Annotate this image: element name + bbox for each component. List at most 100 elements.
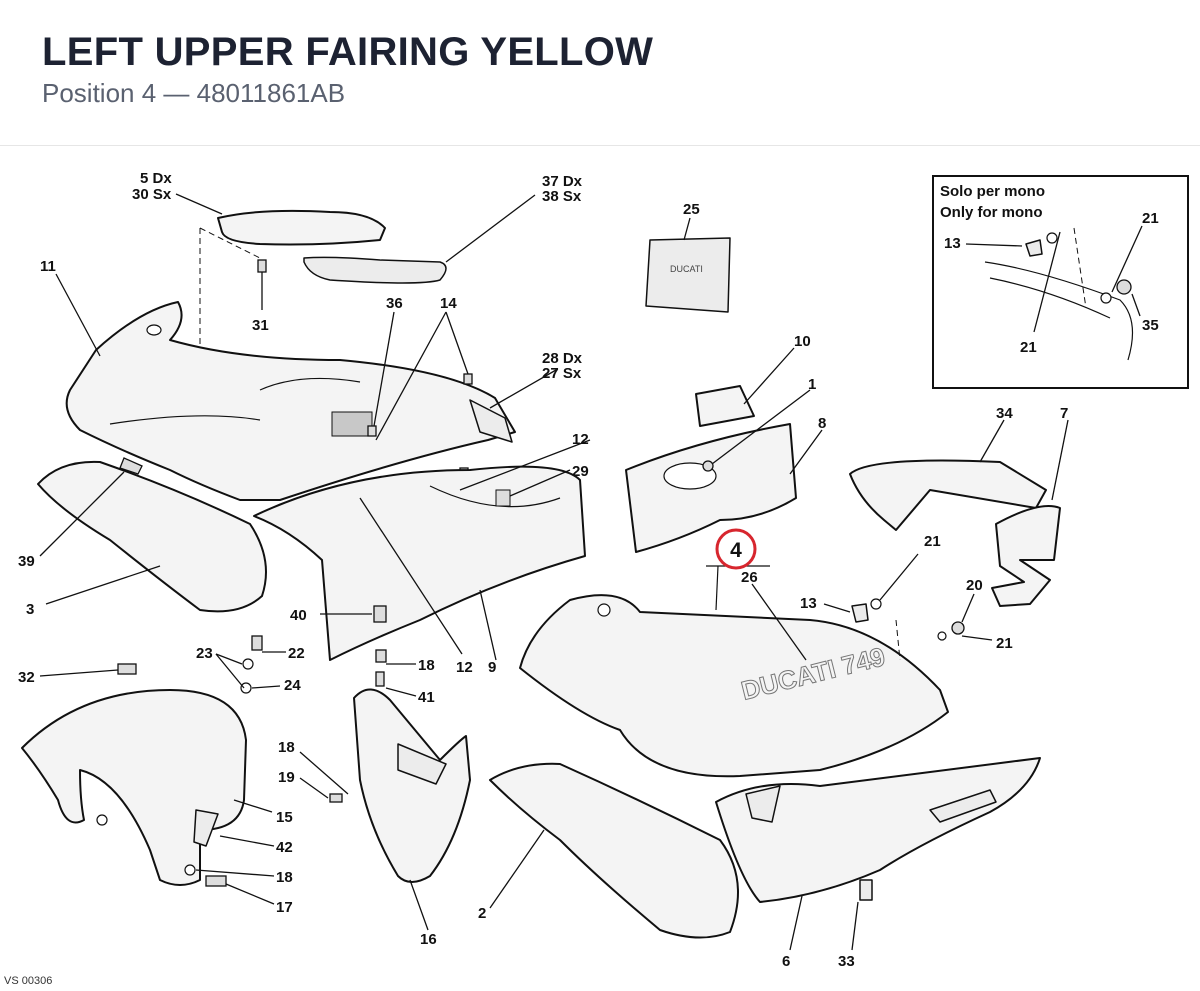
label-21-right-bottom: 21 — [996, 635, 1013, 652]
part-side-panel-2: 2 — [478, 762, 739, 939]
label-21-right-top: 21 — [924, 533, 941, 550]
fairing-11-vent — [331, 411, 373, 437]
label-5dx: 5 Dx — [140, 170, 172, 187]
screw-17 — [205, 875, 227, 887]
label-30sx: 30 Sx — [132, 186, 172, 203]
part-lower-fairing-6: 6 33 — [715, 757, 1041, 970]
duct-16-window — [397, 743, 447, 785]
vent-6-right — [929, 789, 997, 823]
label-18-mid: 18 — [278, 739, 295, 756]
inset-fairing-edge — [984, 261, 1134, 361]
inset-washer-b — [1100, 292, 1112, 304]
label-26: 26 — [741, 569, 758, 586]
inset-washer-a — [1046, 232, 1058, 244]
label-13: 13 — [800, 595, 817, 612]
label-27sx: 27 Sx — [542, 365, 582, 382]
part-10 — [695, 385, 755, 427]
inset-label-21-top: 21 — [1142, 210, 1159, 227]
mono-inset: Solo per mono Only for mono 13 21 21 35 — [932, 175, 1189, 389]
screw-36 — [367, 425, 377, 437]
inset-screw — [1116, 279, 1132, 295]
page-header: LEFT UPPER FAIRING YELLOW Position 4 — 4… — [0, 0, 1200, 146]
label-12-top: 12 — [572, 431, 589, 448]
screw-1 — [702, 460, 714, 472]
inset-fairing-edge-2 — [989, 277, 1111, 319]
part-windshield-top: 5 Dx 30 Sx 37 Dx 38 Sx 31 — [132, 170, 583, 380]
inset-note-en: Only for mono — [940, 204, 1043, 221]
label-6: 6 — [782, 953, 790, 970]
part-side-duct-3: 39 3 — [18, 457, 267, 618]
label-14: 14 — [440, 295, 457, 312]
label-34: 34 — [996, 405, 1013, 422]
label-28dx: 28 Dx — [542, 350, 583, 367]
nut-40 — [373, 605, 387, 623]
screw-41 — [375, 671, 385, 687]
label-12-bottom: 12 — [456, 659, 473, 676]
page-subtitle: Position 4 — 48011861AB — [42, 78, 346, 108]
plug-33 — [859, 879, 873, 901]
label-42: 42 — [276, 839, 293, 856]
position-4-marker[interactable]: 4 — [715, 528, 757, 570]
screw-31 — [257, 259, 267, 273]
label-36: 36 — [386, 295, 403, 312]
reflector-42 — [193, 809, 219, 847]
screw-22 — [251, 635, 263, 651]
label-16: 16 — [420, 931, 437, 948]
part-front-mudguard-15: 32 22 23 24 15 42 18 17 — [18, 635, 305, 916]
screw-20 — [951, 621, 965, 635]
label-8: 8 — [818, 415, 826, 432]
part-8 — [625, 423, 797, 553]
clip-13 — [851, 603, 869, 623]
label-40: 40 — [290, 607, 307, 624]
label-22: 22 — [288, 645, 305, 662]
screw-14a — [463, 373, 473, 385]
label-7: 7 — [1060, 405, 1068, 422]
screw-19 — [329, 793, 343, 803]
label-29: 29 — [572, 463, 589, 480]
drawing-code: VS 00306 — [4, 975, 52, 987]
label-41: 41 — [418, 689, 435, 706]
label-24: 24 — [284, 677, 301, 694]
clamp-32 — [117, 663, 137, 675]
inset-label-35: 35 — [1142, 317, 1159, 334]
page-title: LEFT UPPER FAIRING YELLOW — [42, 30, 654, 74]
fasteners-36-14: 36 14 28 Dx 27 Sx — [367, 295, 583, 477]
inset-label-13: 13 — [944, 235, 961, 252]
label-19: 19 — [278, 769, 295, 786]
label-23: 23 — [196, 645, 213, 662]
label-37dx: 37 Dx — [542, 173, 583, 190]
label-38sx: 38 Sx — [542, 188, 582, 205]
label-33: 33 — [838, 953, 855, 970]
label-15: 15 — [276, 809, 293, 826]
label-17: 17 — [276, 899, 293, 916]
part-left-upper-fairing-26: DUCATI 749 26 — [519, 565, 949, 778]
decal-25-brand: DUCATI — [670, 264, 703, 274]
part-brackets-10-8: 10 1 8 — [625, 333, 826, 553]
label-11: 11 — [40, 258, 56, 275]
part-28-27 — [469, 399, 513, 443]
inset-frame — [932, 175, 1189, 389]
inset-label-21-bottom: 21 — [1020, 339, 1037, 356]
bushing-39 — [119, 457, 143, 475]
label-1: 1 — [808, 376, 816, 393]
label-2: 2 — [478, 905, 486, 922]
label-10: 10 — [794, 333, 811, 350]
fasteners-13-21-20: 13 21 20 21 — [800, 533, 1013, 661]
washer-18 — [375, 649, 387, 663]
label-25: 25 — [683, 201, 700, 218]
grommet-29 — [495, 489, 511, 507]
part-duct-16: 40 18 41 18 19 16 — [278, 605, 471, 948]
label-3: 3 — [26, 601, 34, 618]
label-39: 39 — [18, 553, 35, 570]
part-decal-25: DUCATI 25 — [645, 201, 731, 313]
position-4-label: 4 — [730, 539, 742, 562]
label-9: 9 — [488, 659, 496, 676]
vent-6-left — [745, 785, 781, 823]
position-4-circle — [715, 528, 757, 570]
part-34 — [849, 459, 1047, 531]
inset-clip — [1025, 239, 1043, 257]
label-18-bottom: 18 — [276, 869, 293, 886]
part-upper-fairing-11: 11 — [40, 258, 516, 501]
part-7 — [991, 505, 1061, 607]
label-32: 32 — [18, 669, 35, 686]
